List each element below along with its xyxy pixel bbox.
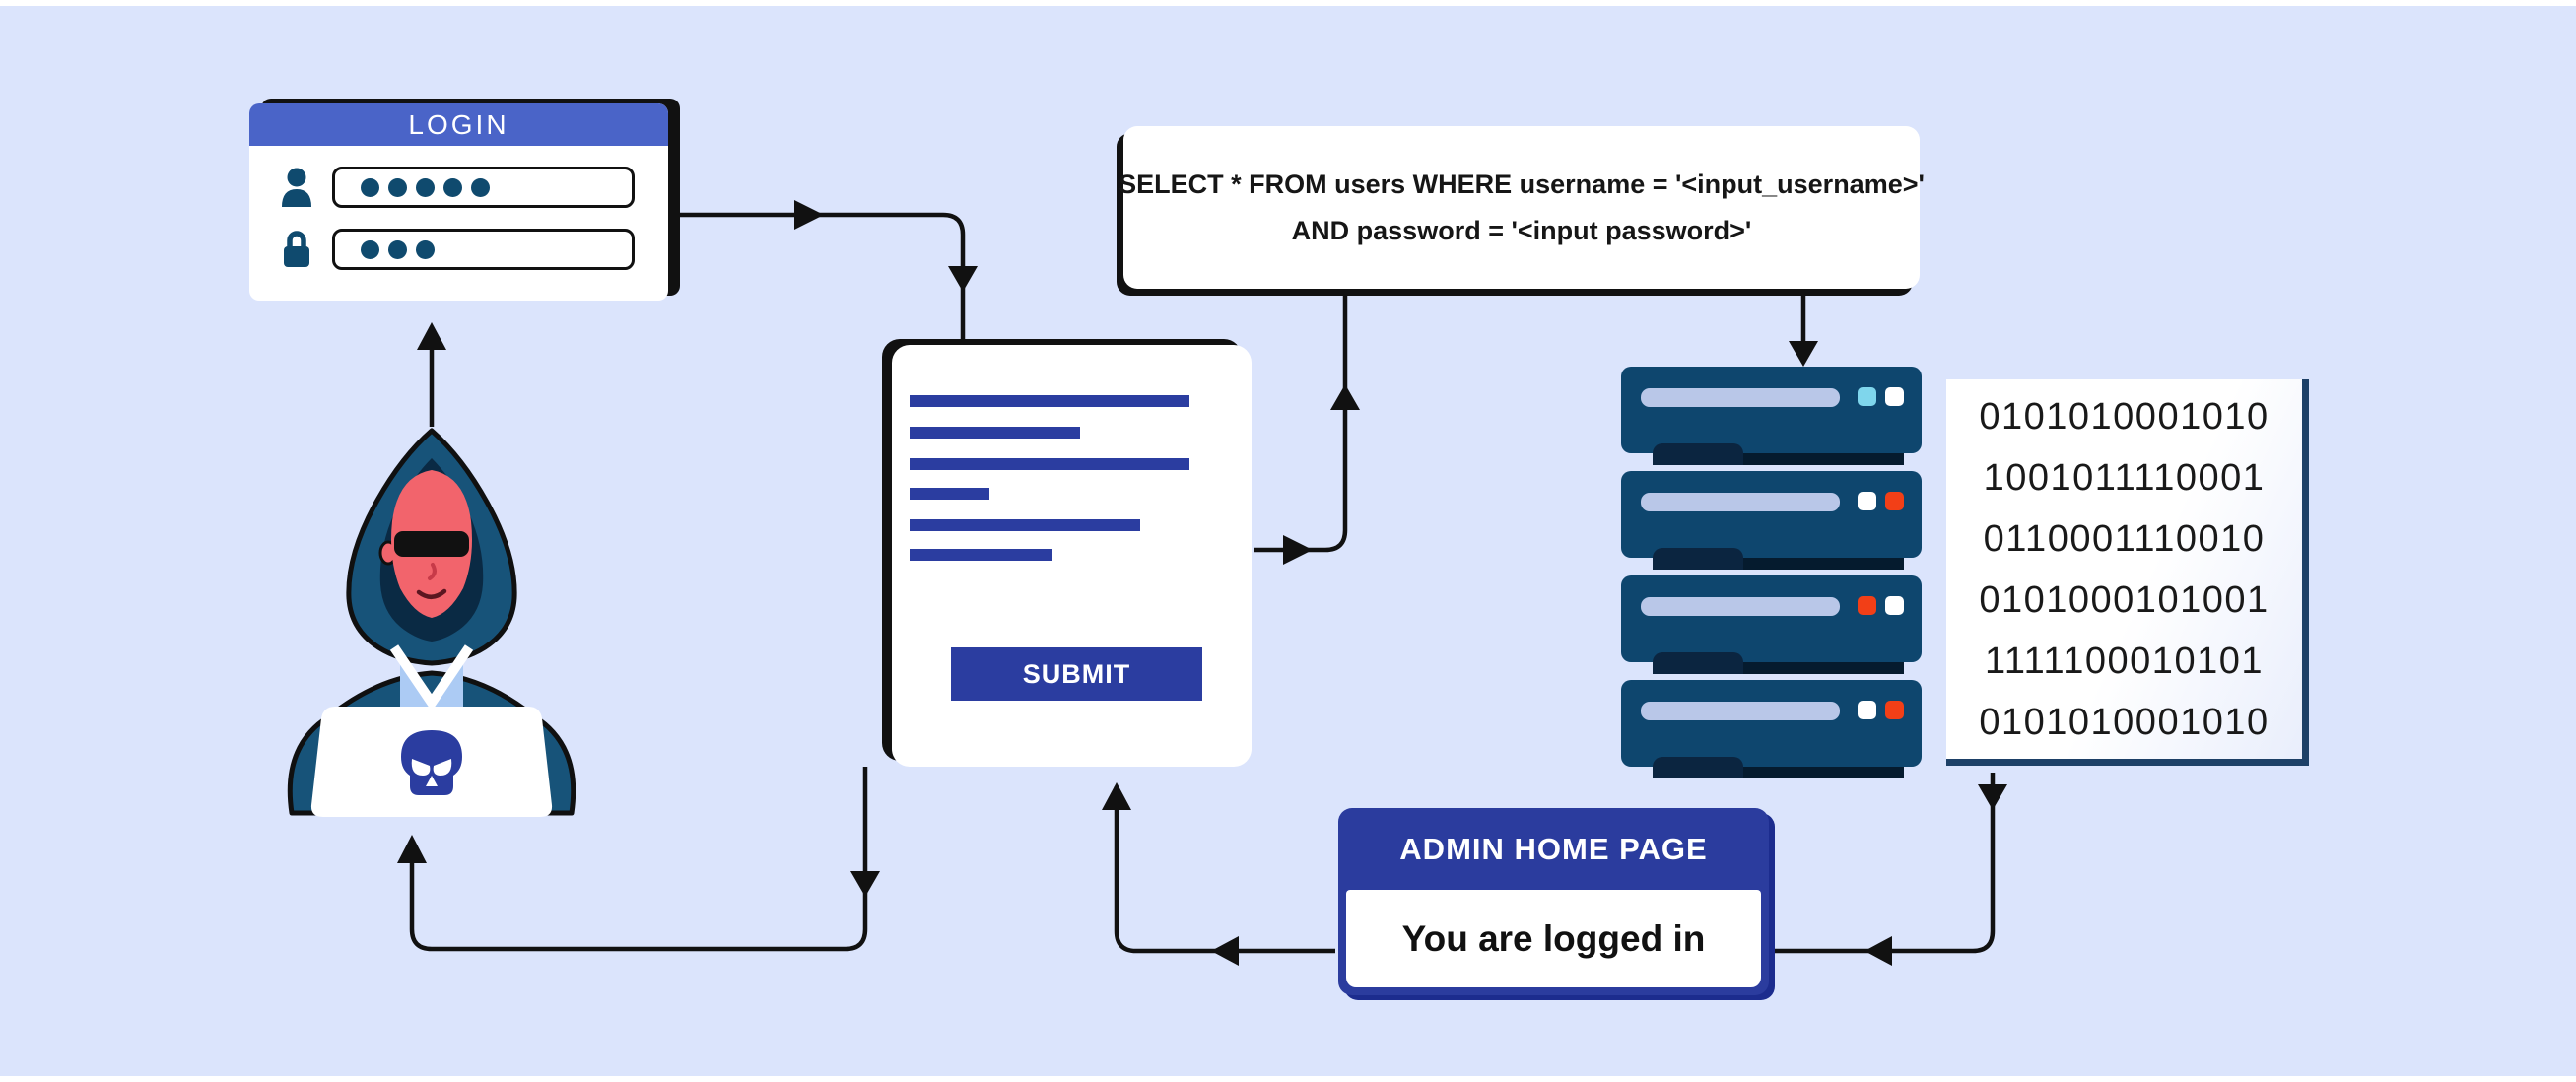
login-window: LOGIN — [249, 103, 668, 301]
arrow-admin-to-form — [1114, 786, 1335, 954]
arrowhead-up-icon — [397, 835, 427, 863]
admin-panel-message: You are logged in — [1346, 890, 1761, 987]
binary-row: 1001011110001 — [1983, 456, 2266, 499]
arrow-form-to-sql — [1254, 296, 1348, 553]
sql-query-line2: AND password = '<input password>' — [1291, 215, 1752, 245]
password-dot — [361, 239, 379, 259]
web-form: SUBMIT — [892, 345, 1252, 767]
password-input[interactable] — [332, 229, 635, 270]
form-text-line — [910, 395, 1189, 407]
form-text-line — [910, 488, 989, 500]
username-row — [279, 167, 635, 208]
server-led — [1858, 492, 1876, 510]
binary-row: 0101010001010 — [1979, 395, 2270, 438]
server-drive-slot — [1641, 388, 1840, 407]
admin-panel-title: ADMIN HOME PAGE — [1399, 831, 1708, 866]
submit-button[interactable]: SUBMIT — [951, 647, 1202, 701]
arrowhead-right-icon — [794, 200, 824, 230]
sql-query-box: SELECT * FROM users WHERE username = '<i… — [1119, 126, 1925, 289]
binary-row: 1111100010101 — [1985, 640, 2264, 682]
arrowhead-up-icon — [417, 322, 446, 350]
lock-icon — [279, 229, 314, 270]
binary-row: 0101010001010 — [1979, 701, 2270, 743]
server-led — [1858, 701, 1876, 719]
form-text-line — [910, 427, 1080, 439]
password-dot — [443, 177, 462, 197]
password-row — [279, 229, 635, 270]
server-unit-body — [1621, 575, 1922, 662]
password-dot — [388, 177, 407, 197]
form-text-line — [910, 519, 1140, 531]
server-unit — [1621, 680, 1922, 784]
password-dot — [471, 177, 490, 197]
sunglasses-icon — [394, 531, 469, 557]
server-led — [1885, 596, 1904, 615]
server-led — [1885, 701, 1904, 719]
server-unit-body — [1621, 680, 1922, 767]
binary-row: 0110001110010 — [1983, 517, 2266, 560]
login-title: LOGIN — [408, 108, 509, 140]
server-unit-tab — [1653, 548, 1743, 570]
server-unit — [1621, 367, 1922, 471]
username-input[interactable] — [332, 167, 635, 208]
form-text-line — [910, 458, 1189, 470]
binary-data-panel: 0101010001010 1001011110001 011000111001… — [1946, 379, 2309, 766]
binary-row: 0101000101001 — [1979, 578, 2270, 621]
server-drive-slot — [1641, 493, 1840, 511]
login-title-bar: LOGIN — [249, 103, 668, 146]
server-unit-tab — [1653, 757, 1743, 778]
server-unit — [1621, 575, 1922, 680]
user-icon — [279, 167, 314, 208]
arrow-server-to-admin — [1774, 773, 1996, 954]
arrowhead-right-icon — [1283, 535, 1313, 565]
arrow-form-to-hacker — [409, 767, 868, 952]
hacker-smile — [416, 588, 447, 599]
sql-query-line1: SELECT * FROM users WHERE username = '<i… — [1119, 169, 1925, 199]
arrowhead-down-icon — [1978, 784, 2007, 810]
arrowhead-down-icon — [850, 871, 880, 897]
arrow-login-to-form — [680, 212, 966, 340]
page-margin-top — [0, 0, 2576, 6]
hacker-illustration — [287, 428, 576, 817]
server-led — [1885, 492, 1904, 510]
server-led — [1858, 596, 1876, 615]
password-dot — [416, 177, 435, 197]
shirt-collar — [389, 644, 474, 711]
arrowhead-down-icon — [1789, 341, 1818, 367]
skull-icon — [401, 730, 462, 795]
server-unit-tab — [1653, 652, 1743, 674]
server-led — [1858, 387, 1876, 406]
arrowhead-up-icon — [1102, 782, 1131, 810]
page-margin-bottom — [0, 1076, 2576, 1082]
arrowhead-down-icon — [948, 266, 978, 292]
database-server — [1621, 367, 1922, 784]
hacker-nose — [428, 563, 437, 580]
server-unit-tab — [1653, 443, 1743, 465]
form-text-line — [910, 549, 1052, 561]
server-unit — [1621, 471, 1922, 575]
server-led — [1885, 387, 1904, 406]
password-dot — [416, 239, 435, 259]
arrowhead-up-icon — [1330, 384, 1360, 410]
admin-home-page-panel: ADMIN HOME PAGE You are logged in — [1338, 808, 1769, 995]
arrowhead-left-icon — [1211, 936, 1239, 966]
server-unit-body — [1621, 471, 1922, 558]
server-drive-slot — [1641, 597, 1840, 616]
server-drive-slot — [1641, 702, 1840, 720]
password-dot — [388, 239, 407, 259]
server-unit-body — [1621, 367, 1922, 453]
password-dot — [361, 177, 379, 197]
arrowhead-left-icon — [1864, 936, 1892, 966]
